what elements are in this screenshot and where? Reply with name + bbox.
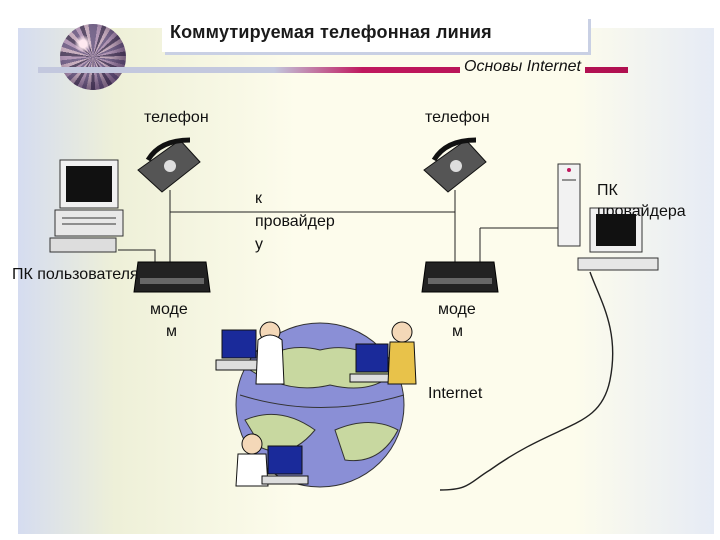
label-provider-pc-2: провайдера [597,203,686,220]
person-workstation-top-right-icon [349,321,417,385]
line-provider-internet [439,271,614,491]
modem-right-icon [421,261,499,293]
person-workstation-top-left-icon [215,321,285,385]
phone-right-icon [423,137,487,193]
slide-title: Коммутируемая телефонная линия [170,22,492,42]
phone-left-icon [137,137,201,193]
label-modem-left-2: м [166,323,177,340]
label-modem-right-1: моде [438,301,476,318]
subtitle-rule [38,67,628,73]
provider-pc-icon [557,163,659,271]
label-provider-pc-1: ПК [597,182,618,199]
label-to-provider-2: провайдер [255,213,335,230]
connection-lines [118,190,614,491]
label-modem-right-2: м [452,323,463,340]
label-user-pc: ПК пользователя [12,266,139,283]
label-phone-right: телефон [425,109,490,126]
title-box [162,16,588,52]
person-workstation-bottom-icon [235,433,309,487]
modem-left-icon [133,261,211,293]
label-to-provider-3: у [255,236,263,253]
line-user-pc-modem [118,249,156,262]
label-internet: Internet [428,385,483,402]
label-to-provider-1: к [255,190,262,207]
globe-logo-icon [60,24,126,90]
label-phone-left: телефон [144,109,209,126]
label-modem-left-1: моде [150,301,188,318]
slide-subtitle: Основы Internet [460,58,585,76]
user-pc-icon [49,159,124,253]
